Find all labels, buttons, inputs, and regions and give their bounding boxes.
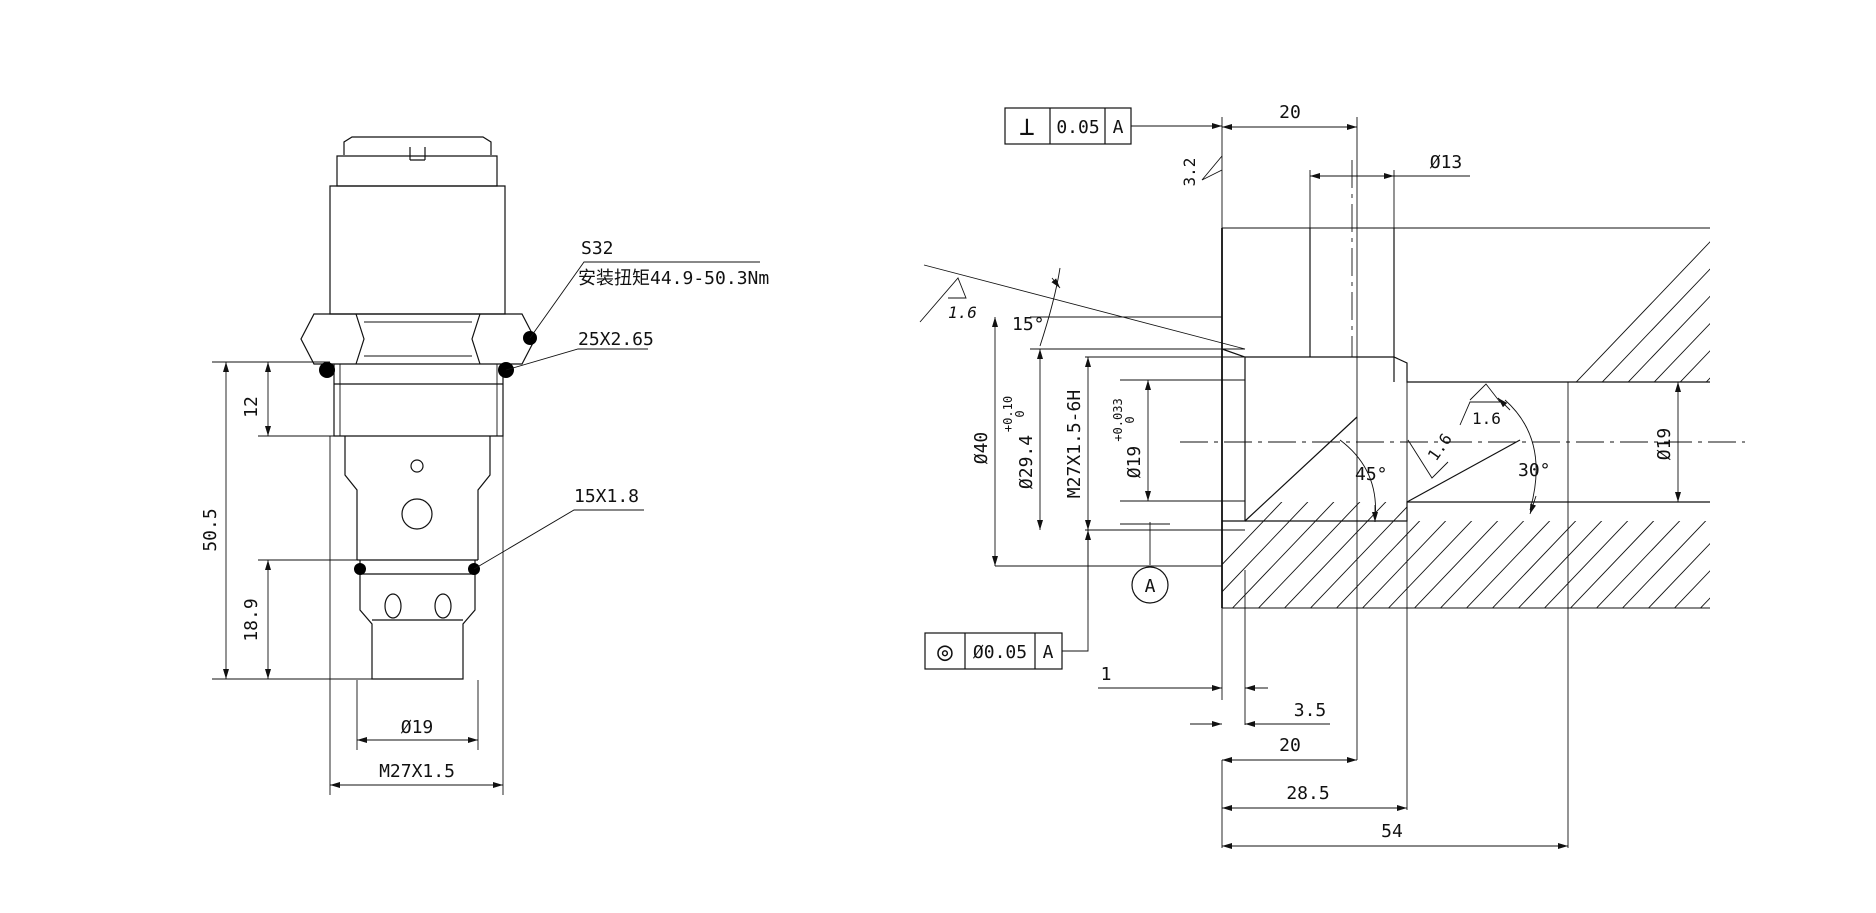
concentricity-value: Ø0.05 [973, 642, 1027, 663]
dim-3-5-text: 3.5 [1294, 700, 1327, 721]
roughness-1-6-b: 1.6 [1407, 430, 1456, 479]
dim-thread-text: M27X1.5 [379, 761, 455, 782]
dim-thread-cavity: M27X1.5-6H [1064, 357, 1091, 530]
dim-20-bottom: 20 [1222, 735, 1357, 763]
angle-30-text: 30° [1518, 460, 1551, 481]
roughness-1-6-left-text: 1.6 [948, 303, 977, 322]
roughness-3-2: 3.2 [1180, 155, 1223, 187]
dim-total-length: 50.5 [200, 362, 229, 679]
dim-dia-40: Ø40 [971, 317, 998, 566]
angle-15-text: 15° [1012, 314, 1045, 335]
tol-29-4-upper: +0.10 [1001, 396, 1015, 432]
dim-lower-length-text: 18.9 [241, 598, 262, 641]
dim-3-5: 3.5 [1190, 700, 1330, 727]
dim-1: 1 [1098, 664, 1268, 691]
dim-total-length-text: 50.5 [200, 508, 221, 551]
dim-depth-20-top: 20 [1222, 102, 1357, 130]
dim-hole-13-text: Ø13 [1430, 152, 1463, 173]
dim-diameter: Ø19 [357, 717, 478, 743]
dim-thread-length: 12 [241, 362, 271, 436]
dim-dia-19-right-text: Ø19 [1654, 428, 1675, 461]
hex-size-label: S32 [581, 238, 614, 259]
dim-dia-19-right: Ø19 [1654, 382, 1681, 502]
roughness-1-6-a-text: 1.6 [1472, 409, 1501, 428]
dim-28-5-text: 28.5 [1286, 783, 1329, 804]
dim-dia-29-4: Ø29.4 +0.10 0 [1001, 349, 1043, 530]
cartridge-valve-view: S32 安装扭矩44.9-50.3Nm 25X2.65 15X1.8 12 50… [200, 136, 769, 795]
oring-upper-label: 25X2.65 [578, 329, 654, 350]
angle-45: 45° [1339, 439, 1388, 522]
oring-lower-label: 15X1.8 [574, 486, 639, 507]
datum-a: A [1131, 522, 1169, 604]
dim-54-text: 54 [1381, 821, 1403, 842]
o-ring-markers [319, 331, 537, 575]
cavity-outline [1221, 227, 1710, 609]
roughness-1-6-b-text: 1.6 [1424, 430, 1456, 465]
dim-54: 54 [1222, 821, 1568, 849]
tol-29-4-lower: 0 [1013, 410, 1027, 417]
angle-15: 15° [1012, 267, 1061, 347]
dim-thread-length-text: 12 [241, 396, 262, 418]
dim-depth-20-top-text: 20 [1279, 102, 1301, 123]
concentricity-frame: ◎ Ø0.05 A [924, 530, 1091, 670]
dim-dia-19-inner-text: Ø19 [1124, 446, 1145, 479]
dim-diameter-text: Ø19 [401, 717, 434, 738]
angle-30: 30° [1497, 397, 1551, 515]
cavity-section-view: ⊥ 0.05 A 20 Ø13 3.2 1.6 [919, 102, 1745, 849]
section-hatching [1222, 228, 1710, 608]
callout-oring-upper: 25X2.65 [505, 329, 654, 371]
concentricity-symbol: ◎ [937, 637, 953, 667]
perpendicularity-frame: ⊥ 0.05 A [1004, 107, 1222, 145]
dim-1-text: 1 [1101, 664, 1112, 685]
roughness-3-2-text: 3.2 [1180, 158, 1199, 187]
tol-19-upper: +0.033 [1111, 398, 1125, 441]
perpendicularity-datum: A [1113, 117, 1124, 138]
callout-hex: S32 安装扭矩44.9-50.3Nm [529, 238, 769, 339]
callout-oring-lower: 15X1.8 [473, 486, 644, 570]
dim-dia-19-inner: Ø19 +0.033 0 [1111, 380, 1151, 501]
dim-thread: M27X1.5 [330, 761, 503, 788]
dim-hole-13: Ø13 [1310, 152, 1470, 179]
roughness-1-6-left: 1.6 [919, 264, 1246, 350]
torque-label: 安装扭矩44.9-50.3Nm [578, 268, 769, 289]
concentricity-datum: A [1043, 642, 1054, 663]
dim-dia-29-4-text: Ø29.4 [1016, 435, 1037, 489]
dim-thread-cavity-text: M27X1.5-6H [1064, 390, 1085, 498]
dim-20-bottom-text: 20 [1279, 735, 1301, 756]
roughness-1-6-a: 1.6 [1459, 383, 1501, 428]
datum-a-text: A [1145, 576, 1156, 597]
angle-45-text: 45° [1355, 464, 1388, 485]
perpendicularity-value: 0.05 [1056, 117, 1099, 138]
dim-28-5: 28.5 [1222, 783, 1407, 811]
dim-dia-40-text: Ø40 [971, 432, 992, 465]
tol-19-lower: 0 [1123, 416, 1137, 423]
valve-outline [300, 136, 536, 680]
perpendicular-symbol: ⊥ [1019, 112, 1035, 142]
dim-lower-length: 18.9 [241, 560, 271, 679]
